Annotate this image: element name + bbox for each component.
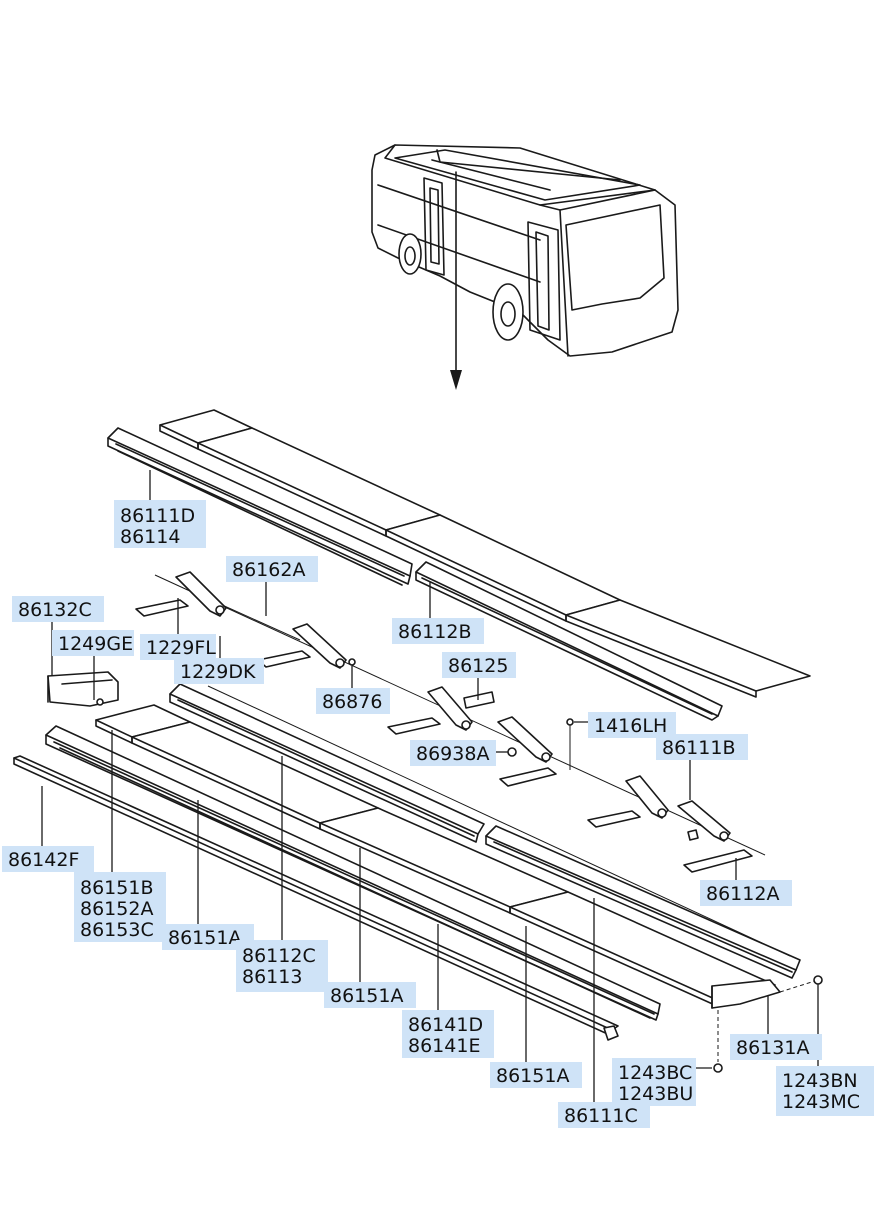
callout-label: 86151A: [496, 1065, 569, 1087]
callout-label: 86141D: [408, 1014, 483, 1036]
callout-86876: 86876: [316, 688, 390, 714]
callout-86112B: 86112B: [392, 618, 484, 644]
callout-86111D-86114: 86111D 86114: [114, 500, 206, 548]
callout-86151A: 86151A: [162, 924, 254, 950]
upper-step-assembly: [107, 409, 811, 721]
callout-label: 86876: [322, 691, 382, 713]
callout-label: 86162A: [232, 559, 305, 581]
callout-label: 86111C: [564, 1105, 638, 1127]
callout-label: 86114: [120, 526, 180, 548]
callout-label: 86112A: [706, 883, 779, 905]
lower-step-assembly: [13, 671, 823, 1073]
callout-1229DK: 1229DK: [174, 658, 264, 684]
callout-1243BN-1243MC: 1243BN 1243MC: [776, 1066, 874, 1116]
callout-1243BC-1243BU: 1243BC 1243BU: [612, 1058, 696, 1106]
callout-label: 1243BC: [618, 1062, 692, 1084]
callout-label: 86131A: [736, 1037, 809, 1059]
bus-illustration: [371, 144, 679, 390]
callout-label: 86111D: [120, 505, 195, 527]
callout-86112C-86113: 86112C 86113: [236, 940, 328, 992]
callout-86142F: 86142F: [2, 846, 94, 872]
callout-label: 1249GE: [58, 633, 133, 655]
callout-86111B: 86111B: [656, 734, 748, 760]
callout-label: 1243MC: [782, 1091, 860, 1113]
callout-label: 86113: [242, 966, 302, 988]
callout-label: 86151A: [168, 927, 241, 949]
bracket-row: [135, 571, 766, 873]
callout-86131A: 86131A: [730, 1034, 822, 1060]
callout-label: 86111B: [662, 737, 735, 759]
callout-86162A: 86162A: [226, 556, 318, 582]
callout-1416LH: 1416LH: [588, 712, 676, 738]
callout-label: 86125: [448, 655, 508, 677]
callout-label: 86132C: [18, 599, 92, 621]
callout-label: 1229FL: [146, 637, 216, 659]
callout-label: 1243BU: [618, 1083, 693, 1105]
callout-86112A: 86112A: [700, 880, 792, 906]
callout-86938A: 86938A: [410, 740, 496, 766]
callout-label: 86153C: [80, 919, 154, 941]
callout-label: 1416LH: [594, 715, 667, 737]
callout-label: 86152A: [80, 898, 153, 920]
callout-label: 86142F: [8, 849, 79, 871]
callout-label: 86112C: [242, 945, 316, 967]
callout-label: 86112B: [398, 621, 471, 643]
callout-label: 86151B: [80, 877, 153, 899]
callout-86132C: 86132C: [12, 596, 104, 622]
callout-1249GE: 1249GE: [52, 630, 134, 656]
callout-label: 86151A: [330, 985, 403, 1007]
callout-label: 86141E: [408, 1035, 480, 1057]
callout-86151A: 86151A: [490, 1062, 582, 1088]
callout-86111C: 86111C: [558, 1102, 650, 1128]
callout-label: 86938A: [416, 743, 489, 765]
callout-86125: 86125: [442, 652, 516, 678]
callout-label: 1243BN: [782, 1070, 858, 1092]
callout-label: 1229DK: [180, 661, 256, 683]
callout-86141D-86141E: 86141D 86141E: [402, 1010, 494, 1058]
callout-86151A: 86151A: [324, 982, 416, 1008]
callout-1229FL: 1229FL: [140, 634, 216, 660]
callout-86151B-86152A-86153C: 86151B 86152A 86153C: [74, 872, 166, 942]
